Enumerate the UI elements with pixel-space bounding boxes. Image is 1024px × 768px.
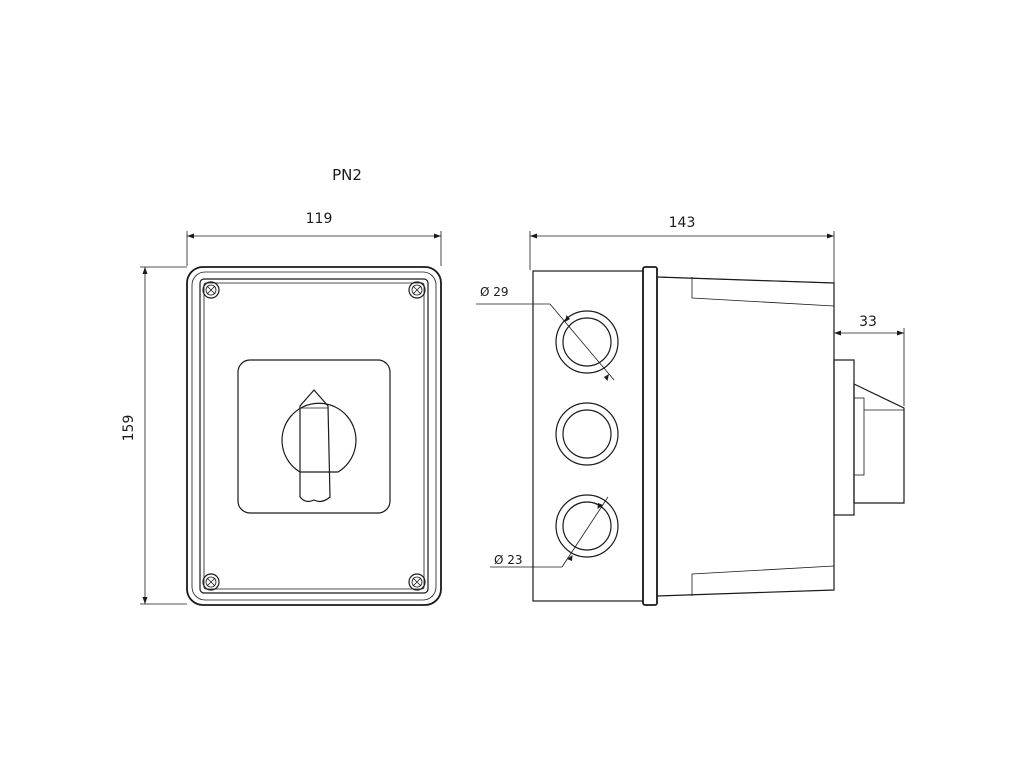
cable-entry-middle-icon xyxy=(555,402,619,466)
rotary-knob-icon xyxy=(281,389,357,503)
cable-entry-bottom-icon xyxy=(555,494,619,558)
dimension-side-depth: 143 xyxy=(529,215,835,283)
dimension-front-width: 119 xyxy=(186,211,442,266)
entry-small-label: Ø 23 xyxy=(494,553,523,567)
entry-large-label: Ø 29 xyxy=(480,285,509,299)
handle-depth-label: 33 xyxy=(859,314,877,330)
front-view xyxy=(186,266,442,606)
dimension-height: 159 xyxy=(121,266,187,605)
dimension-entry-small: Ø 23 xyxy=(490,496,609,568)
screw-bottom-left-icon xyxy=(202,573,220,591)
front-width-label: 119 xyxy=(306,211,333,227)
switch-plate xyxy=(237,359,391,514)
dimension-entry-large: Ø 29 xyxy=(476,285,615,381)
screw-top-left-icon xyxy=(202,281,220,299)
side-view xyxy=(532,266,905,606)
dimension-handle-depth: 33 xyxy=(833,314,905,406)
height-label: 159 xyxy=(121,415,137,442)
screw-bottom-right-icon xyxy=(408,573,426,591)
drawing-title: PN2 xyxy=(332,166,362,184)
screw-top-right-icon xyxy=(408,281,426,299)
cable-entry-top-icon xyxy=(555,310,619,374)
side-depth-label: 143 xyxy=(669,215,696,231)
